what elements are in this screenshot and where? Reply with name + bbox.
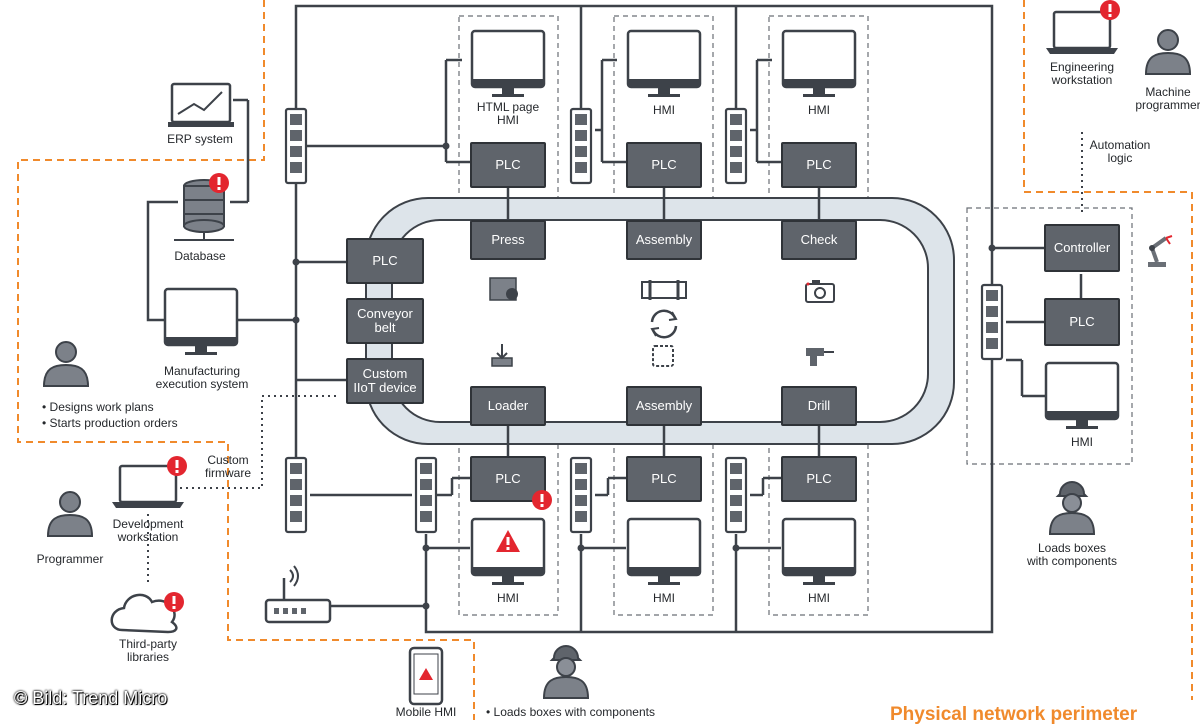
plc-box: PLC — [626, 142, 702, 188]
plc-box: PLC — [781, 142, 857, 188]
worker-icon — [543, 645, 589, 699]
alert-icon — [496, 530, 520, 552]
plc-box: PLC — [470, 456, 546, 502]
alert-icon — [1100, 0, 1120, 20]
cloud-icon — [110, 593, 178, 634]
loader-box: Loader — [470, 386, 546, 426]
database-label: Database — [174, 249, 226, 263]
switch-icon — [569, 107, 593, 185]
plc-box: PLC — [470, 142, 546, 188]
switch-icon — [980, 283, 1004, 361]
press-box: Press — [470, 220, 546, 260]
switch-icon — [569, 456, 593, 534]
chip-icon — [652, 345, 674, 367]
hmi-label: HMI — [653, 103, 675, 117]
iiot-device-box: Custom IIoT device — [346, 358, 424, 404]
programmer-label: Programmer — [36, 552, 104, 566]
recycle-icon — [650, 309, 678, 339]
custom-firmware-label: Custom firmware — [204, 453, 251, 480]
plc-box: PLC — [781, 456, 857, 502]
loads-boxes-right-label: Loads boxes with components — [1026, 541, 1118, 568]
copyright-watermark: © Bild: Trend Micro — [14, 688, 168, 708]
hmi-label: HMI — [1071, 435, 1093, 449]
assembly-box: Assembly — [626, 220, 702, 260]
machine-programmer-label: Machine programmer — [1135, 85, 1200, 112]
alert-icon — [167, 456, 187, 476]
drill-icon — [806, 348, 834, 366]
plc-box: PLC — [1044, 298, 1120, 346]
assembly-box: Assembly — [626, 386, 702, 426]
switch-icon — [414, 456, 438, 534]
monitor-icon — [781, 29, 857, 99]
phone-icon — [408, 646, 444, 706]
monitor-icon — [626, 517, 702, 587]
person-icon — [1145, 29, 1191, 75]
erp-label: ERP system — [167, 132, 233, 146]
chart-monitor-icon — [168, 82, 234, 127]
person-icon — [47, 491, 93, 537]
engineering-workstation-label: Engineering workstation — [1049, 60, 1115, 87]
drill-box: Drill — [781, 386, 857, 426]
switch-icon — [284, 107, 308, 185]
loads-boxes-bottom-label: • Loads boxes with components — [486, 705, 655, 719]
rollers-icon — [641, 280, 687, 300]
switch-icon — [724, 107, 748, 185]
router-icon — [264, 565, 332, 624]
gear-icon — [489, 277, 518, 301]
monitor-icon — [470, 29, 546, 99]
switch-icon — [724, 456, 748, 534]
monitor-icon — [626, 29, 702, 99]
monitor-icon — [1044, 361, 1120, 431]
plc-box: PLC — [346, 238, 424, 284]
designs-list: • Designs work plans • Starts production… — [42, 400, 178, 430]
third-party-label: Third-party libraries — [118, 637, 177, 664]
conveyor-belt-box: Conveyor belt — [346, 298, 424, 344]
plc-box: PLC — [626, 456, 702, 502]
monitor-icon — [781, 517, 857, 587]
switch-icon — [284, 456, 308, 534]
hmi-label: HMI — [497, 591, 519, 605]
download-icon — [491, 344, 513, 367]
hmi-label: HMI — [808, 103, 830, 117]
alert-icon — [164, 592, 184, 612]
alert-icon — [532, 490, 552, 510]
alert-icon — [209, 173, 229, 193]
mobile-hmi-label: Mobile HMI — [395, 705, 457, 719]
perimeter-label: Physical network perimeter — [890, 704, 1138, 725]
camera-icon — [805, 280, 835, 303]
html-hmi-label: HTML page HMI — [476, 100, 540, 127]
automation-logic-label: Automation logic — [1089, 138, 1151, 165]
robot-arm-icon — [1148, 235, 1173, 267]
controller-box: Controller — [1044, 224, 1120, 272]
hmi-label: HMI — [653, 591, 675, 605]
mes-label: Manufacturing execution system — [155, 364, 249, 391]
worker-icon — [1049, 481, 1095, 535]
dev-workstation-label: Development workstation — [112, 517, 184, 544]
person-icon — [43, 341, 89, 387]
monitor-icon — [163, 287, 239, 357]
hmi-label: HMI — [808, 591, 830, 605]
check-box: Check — [781, 220, 857, 260]
